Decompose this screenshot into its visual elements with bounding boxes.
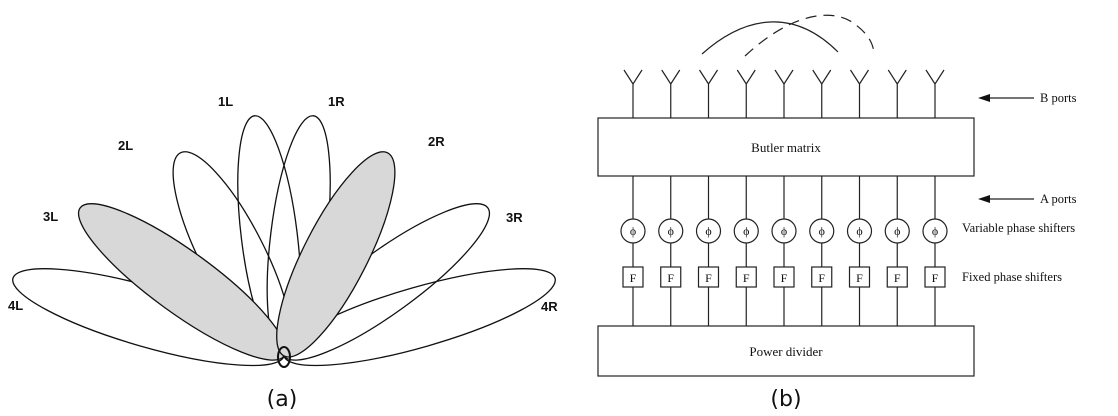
fixed-phase-shifter bbox=[660, 266, 682, 288]
variable-phase-shifter bbox=[695, 218, 722, 244]
fixed-phase-shifters-label: Fixed phase shifters bbox=[962, 270, 1062, 284]
beam-lobe-3L bbox=[77, 203, 287, 361]
variable-phase-shifters-label: Variable phase shifters bbox=[962, 221, 1075, 235]
beam-label-4L: 4L bbox=[8, 298, 23, 313]
power-divider-box bbox=[597, 325, 975, 377]
antenna-element bbox=[661, 69, 681, 118]
variable-phase-shifter bbox=[658, 218, 684, 244]
phase-symbol: ϕ bbox=[894, 224, 900, 238]
beam-sketch-solid bbox=[701, 21, 839, 55]
b-ports-arrowhead bbox=[978, 94, 990, 102]
caption-a: (a) bbox=[267, 387, 298, 412]
antenna-element bbox=[698, 69, 719, 118]
fixed-symbol: F bbox=[818, 271, 825, 285]
beam-label-3L: 3L bbox=[43, 209, 58, 224]
antenna-array bbox=[623, 69, 945, 118]
fixed-phase-shifter bbox=[848, 266, 871, 288]
beam-lobe-2R bbox=[276, 151, 396, 358]
fixed-phase-shifter bbox=[924, 266, 946, 288]
fixed-phase-shifter bbox=[622, 266, 644, 288]
fixed-symbol: F bbox=[705, 271, 712, 285]
fixed-symbol: F bbox=[894, 271, 901, 285]
variable-phase-shifter bbox=[733, 218, 759, 244]
antenna-element bbox=[736, 69, 756, 118]
fixed-symbol: F bbox=[856, 271, 863, 285]
antenna-element bbox=[849, 69, 870, 118]
beam-label-4R: 4R bbox=[541, 299, 558, 314]
fixed-phase-shifter bbox=[886, 266, 908, 288]
variable-phase-shifter bbox=[884, 218, 910, 244]
power-divider-label: Power divider bbox=[749, 344, 823, 359]
fixed-symbol: F bbox=[781, 271, 788, 285]
phase-symbol: ϕ bbox=[630, 224, 636, 238]
a-ports-label: A ports bbox=[1040, 192, 1077, 206]
phase-symbol: ϕ bbox=[932, 224, 938, 238]
fixed-phase-shifter bbox=[811, 266, 833, 288]
b-ports-label: B ports bbox=[1040, 91, 1077, 105]
beam-label-2R: 2R bbox=[428, 134, 445, 149]
fixed-phase-shifter bbox=[773, 266, 795, 288]
variable-phase-shifter bbox=[620, 218, 646, 244]
phase-symbol: ϕ bbox=[856, 224, 862, 238]
antenna-element bbox=[623, 69, 643, 118]
a-ports-arrowhead bbox=[978, 195, 990, 203]
phase-symbol: ϕ bbox=[668, 224, 674, 238]
butler-matrix-box bbox=[597, 117, 975, 177]
beam-sketch-dashed bbox=[744, 14, 875, 57]
variable-phase-shifter bbox=[809, 218, 835, 244]
fixed-phase-shifter bbox=[697, 266, 720, 288]
variable-phase-shifter bbox=[922, 218, 948, 244]
beam-label-1R: 1R bbox=[328, 94, 345, 109]
butler-matrix-label: Butler matrix bbox=[751, 140, 821, 155]
beam-pattern-panel: 1L 1R 2L 2R 3L 3R 4L 4R (a) bbox=[8, 94, 558, 412]
antenna-element bbox=[925, 69, 945, 118]
phase-symbol: ϕ bbox=[743, 224, 749, 238]
beam-label-3R: 3R bbox=[506, 210, 523, 225]
phase-symbol: ϕ bbox=[819, 224, 825, 238]
beam-label-2L: 2L bbox=[118, 138, 133, 153]
antenna-element bbox=[774, 69, 794, 118]
feed-lines bbox=[632, 176, 936, 326]
phase-symbol: ϕ bbox=[781, 224, 787, 238]
beam-origin-marker bbox=[277, 346, 291, 368]
caption-b: (b) bbox=[770, 387, 801, 412]
phase-symbol: ϕ bbox=[705, 224, 711, 238]
beam-lobes bbox=[12, 115, 556, 367]
fixed-phase-shifter bbox=[735, 266, 757, 288]
fixed-symbol: F bbox=[932, 271, 939, 285]
beam-label-1L: 1L bbox=[218, 94, 233, 109]
fixed-symbol: F bbox=[667, 271, 674, 285]
fixed-symbol: F bbox=[630, 271, 637, 285]
antenna-element bbox=[887, 69, 907, 118]
variable-phase-shifter bbox=[771, 218, 797, 244]
butler-network-panel: Butler matrix ϕ ϕ ϕ ϕ ϕ ϕ ϕ ϕ ϕ F F F F F F F F F Power … bbox=[597, 14, 1077, 412]
variable-phase-shifter bbox=[846, 218, 873, 244]
fixed-symbol: F bbox=[743, 271, 750, 285]
antenna-element bbox=[812, 69, 832, 118]
